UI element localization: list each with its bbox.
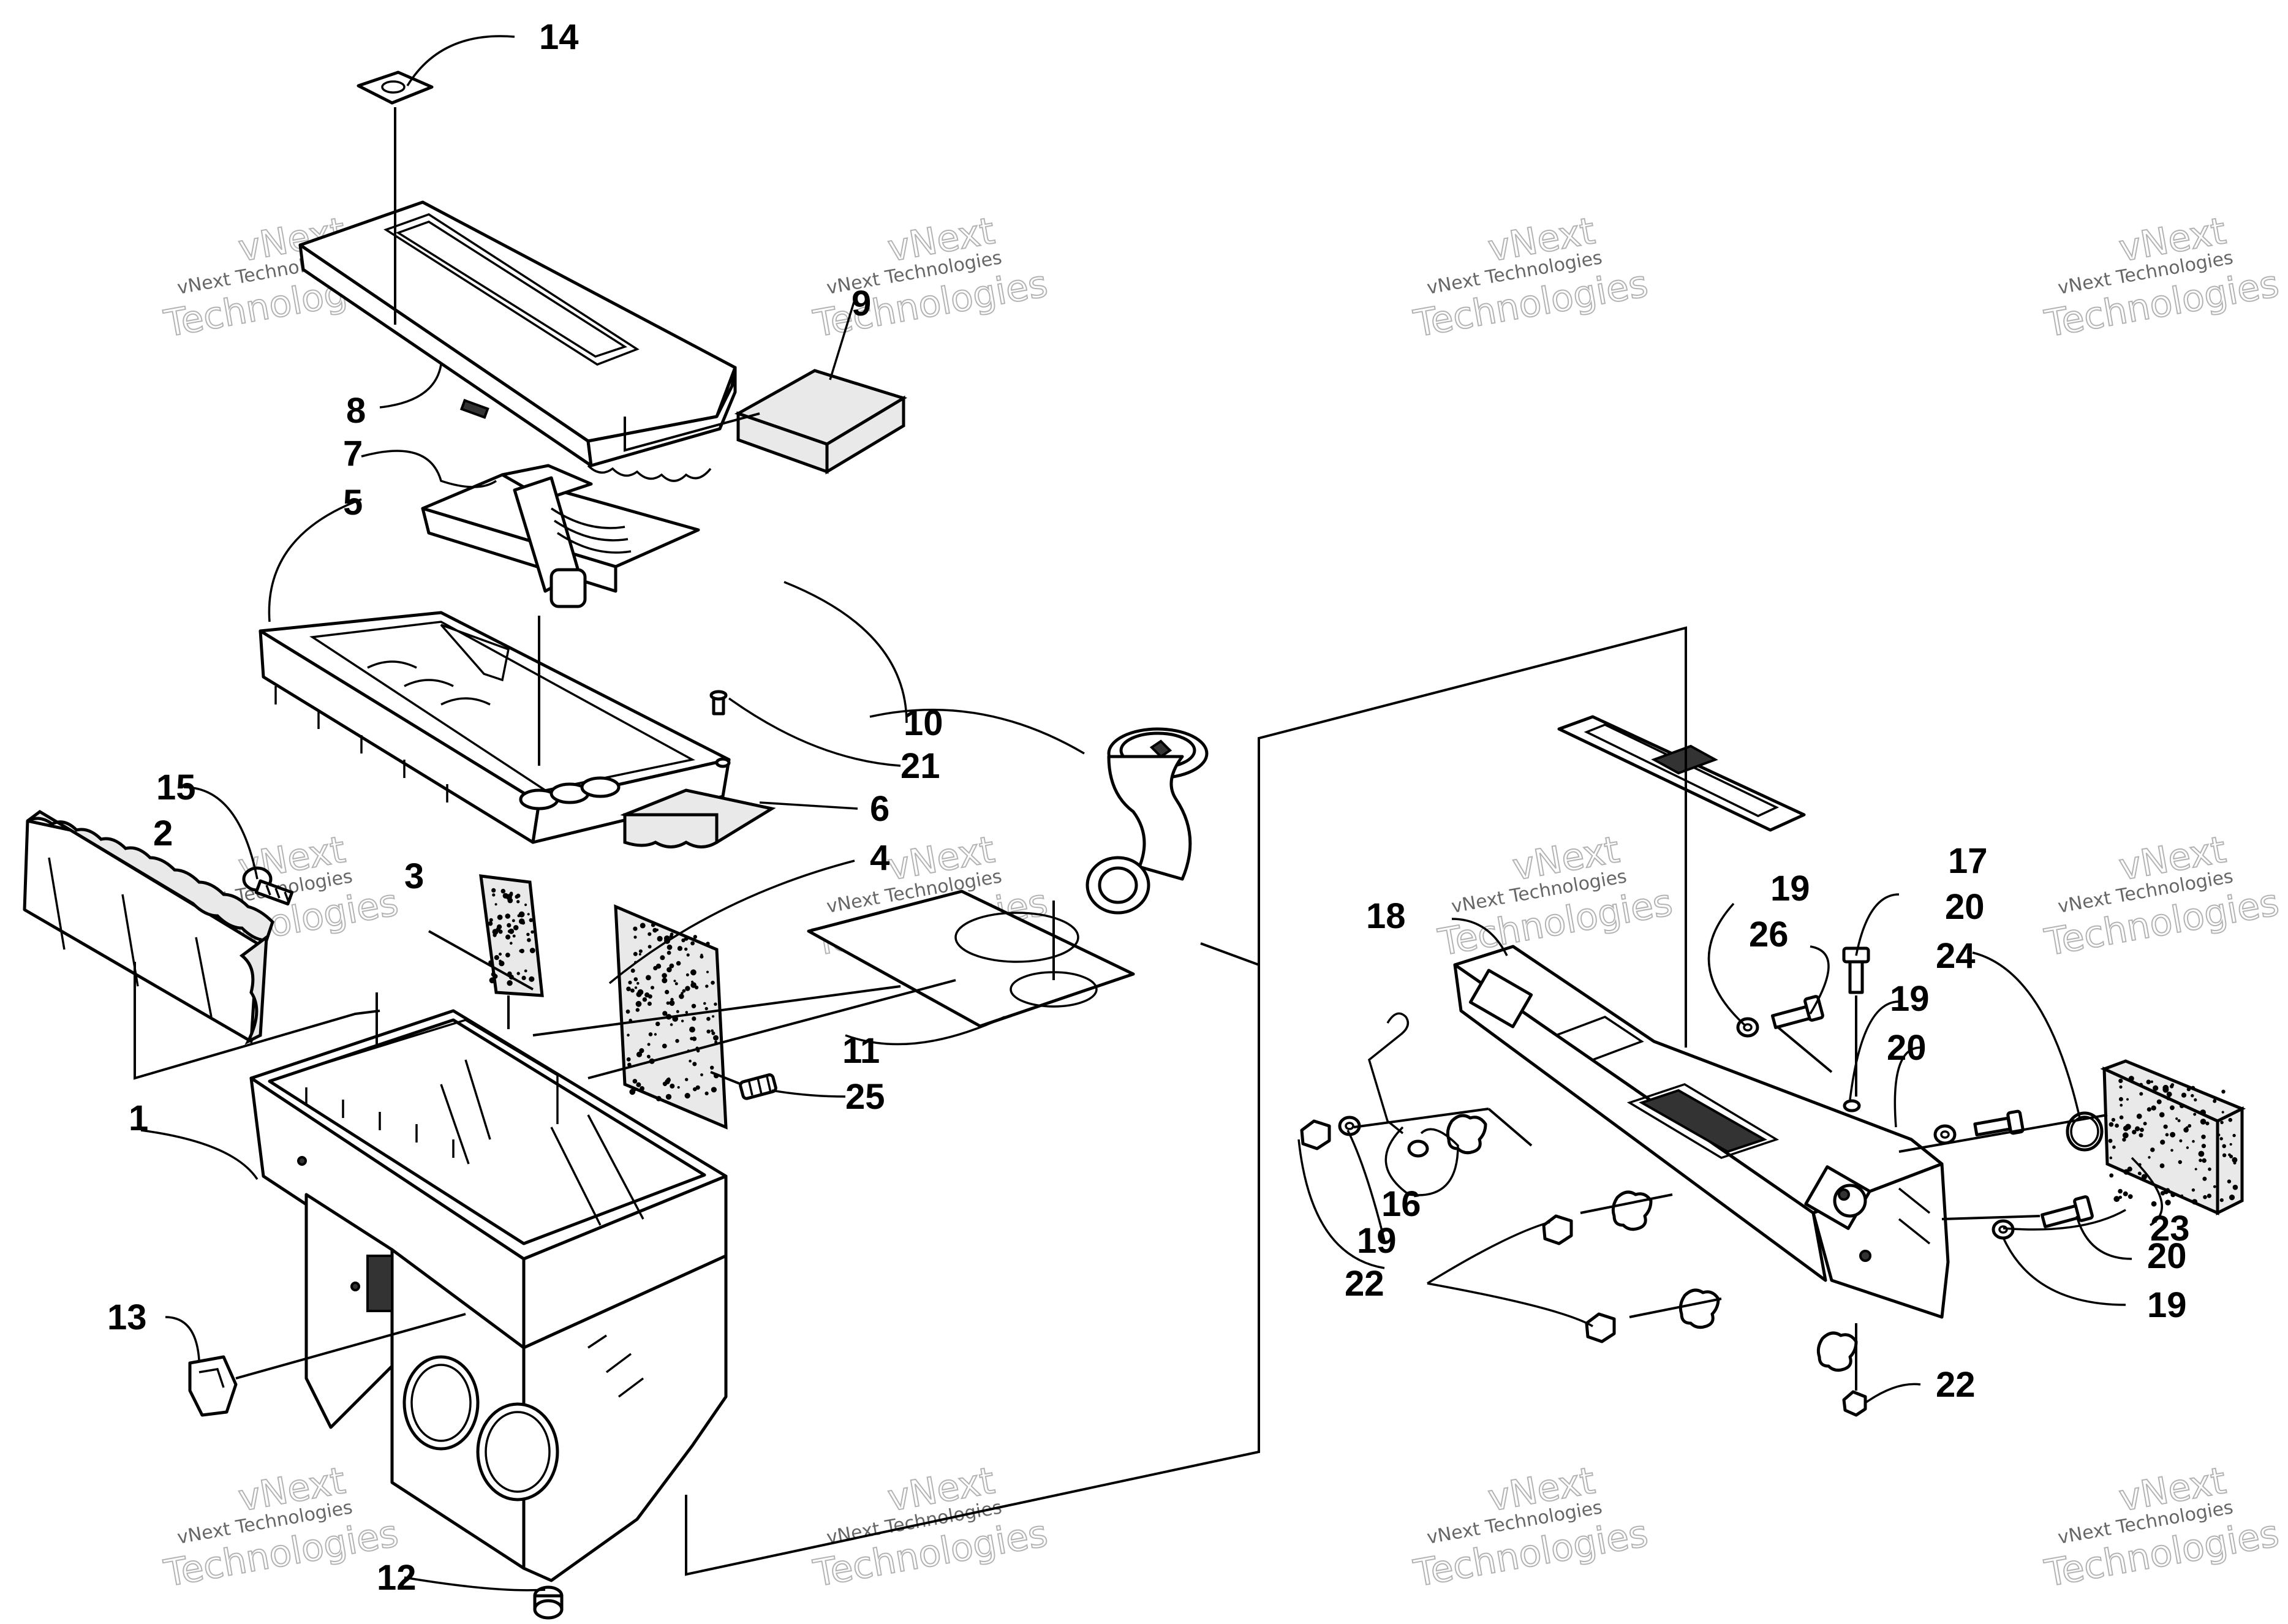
callout-label-6: 6	[870, 789, 889, 829]
part-9-foam-filter	[734, 369, 908, 475]
callout-label-4: 4	[870, 838, 889, 878]
part-21-screw	[709, 690, 731, 768]
callout-label-10: 10	[904, 703, 943, 743]
callout-label-26: 26	[1749, 915, 1789, 954]
callout-label-23: 23	[2150, 1209, 2190, 1248]
callout-label-20: 20	[1887, 1028, 1927, 1068]
callout-label-1: 1	[129, 1098, 148, 1138]
part-7-intake-silencer	[421, 464, 700, 608]
part-5-airbox-middle	[259, 611, 731, 844]
callout-label-2: 2	[153, 814, 173, 853]
callout-label-16: 16	[1381, 1184, 1421, 1224]
callout-label-9: 9	[851, 284, 871, 323]
callout-label-20: 20	[2147, 1236, 2187, 1276]
callout-label-24: 24	[1936, 936, 1976, 976]
part-10-intake-elbow	[1085, 727, 1209, 915]
part-25-insert	[739, 1073, 777, 1100]
callout-label-8: 8	[346, 391, 366, 431]
callout-label-20: 20	[1945, 887, 1985, 927]
callout-label-2: 2	[153, 814, 173, 853]
part-26-20-bolts	[1770, 946, 2094, 1228]
callout-label-14: 14	[539, 17, 579, 57]
part-12-drain-plug	[533, 1585, 564, 1620]
callout-label-15: 15	[156, 768, 196, 807]
leader-lines	[140, 35, 2163, 1592]
part-17-duct-gasket	[1557, 715, 1806, 832]
callout-label-17: 17	[1948, 841, 1988, 881]
callout-label-11: 11	[842, 1031, 880, 1071]
callout-label-19: 19	[1890, 979, 1930, 1019]
part-13-clip	[188, 1355, 238, 1417]
part-3-foam-texture	[488, 888, 535, 986]
callout-label-19: 19	[1770, 869, 1810, 908]
part-24-round-cap	[2066, 1111, 2104, 1152]
part-14-decal	[357, 70, 434, 105]
part-4-foam-texture	[625, 923, 719, 1101]
callout-label-22: 22	[1345, 1264, 1384, 1304]
callout-label-7: 7	[343, 434, 363, 474]
callout-label-12: 12	[377, 1558, 417, 1598]
part-23-foam-element	[2100, 1059, 2246, 1216]
callout-label-25: 25	[845, 1077, 885, 1117]
callout-label-3: 3	[404, 856, 424, 896]
part-2-side-foam	[23, 809, 274, 1045]
callout-label-19: 19	[2147, 1285, 2187, 1325]
callout-label-22: 22	[1345, 1264, 1384, 1304]
part-16-wire-bracket	[1367, 1012, 1429, 1158]
callout-label-19: 19	[1357, 1221, 1397, 1261]
part-1-airbox-housing	[249, 1009, 728, 1582]
part-18-intake-duct	[1453, 945, 1950, 1319]
callout-label-5: 5	[343, 483, 363, 523]
callout-label-21: 21	[900, 746, 940, 786]
callout-label-18: 18	[1366, 896, 1406, 936]
part-3-foam-block	[479, 874, 544, 997]
part-6-foam-pad	[620, 788, 776, 848]
part-23-foam-texture	[2108, 1076, 2238, 1207]
assembly-lines	[134, 107, 2108, 1576]
callout-label-13: 13	[107, 1297, 147, 1337]
callout-label-22: 22	[1936, 1365, 1976, 1405]
